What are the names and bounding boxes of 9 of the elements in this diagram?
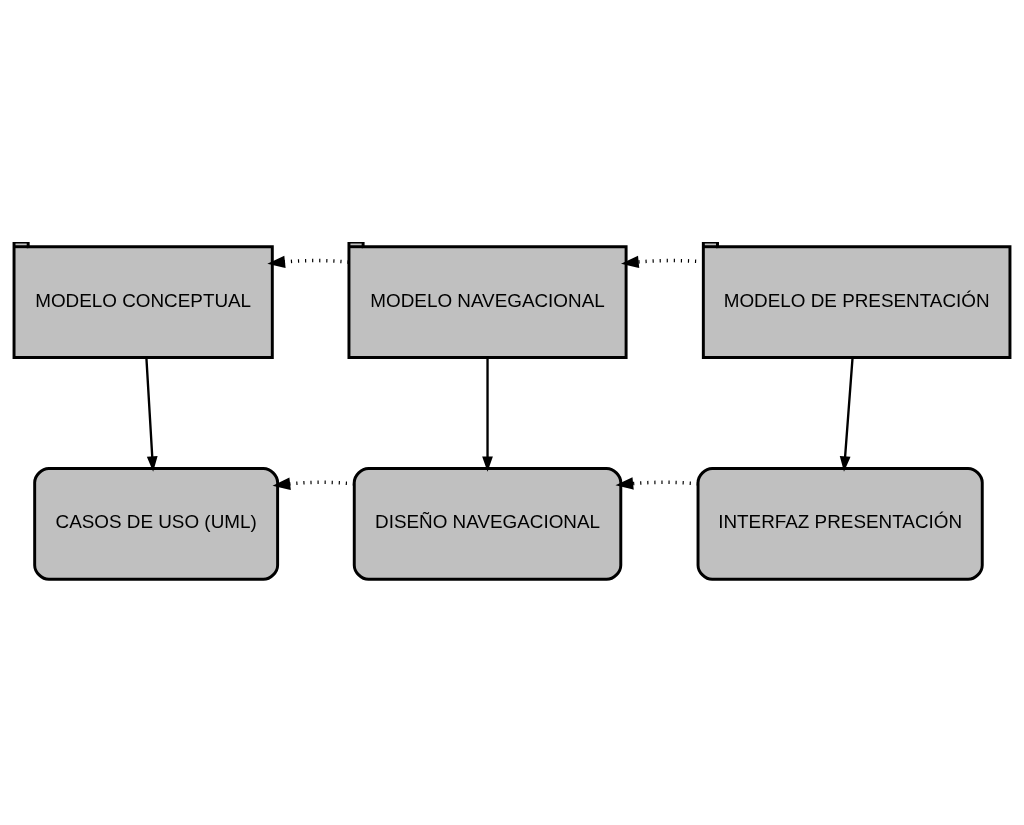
arrow	[482, 357, 493, 472]
arrow	[145, 357, 158, 472]
node-box: DISEÑO NAVEGACIONAL	[352, 466, 623, 581]
arrow	[272, 477, 355, 490]
arrow	[615, 476, 699, 490]
arrow	[267, 255, 349, 268]
arrow	[839, 357, 854, 472]
node-box: INTERFAZ PRESENTACIÓN	[696, 466, 984, 581]
node-box: CASOS DE USO (UML)	[33, 466, 280, 581]
